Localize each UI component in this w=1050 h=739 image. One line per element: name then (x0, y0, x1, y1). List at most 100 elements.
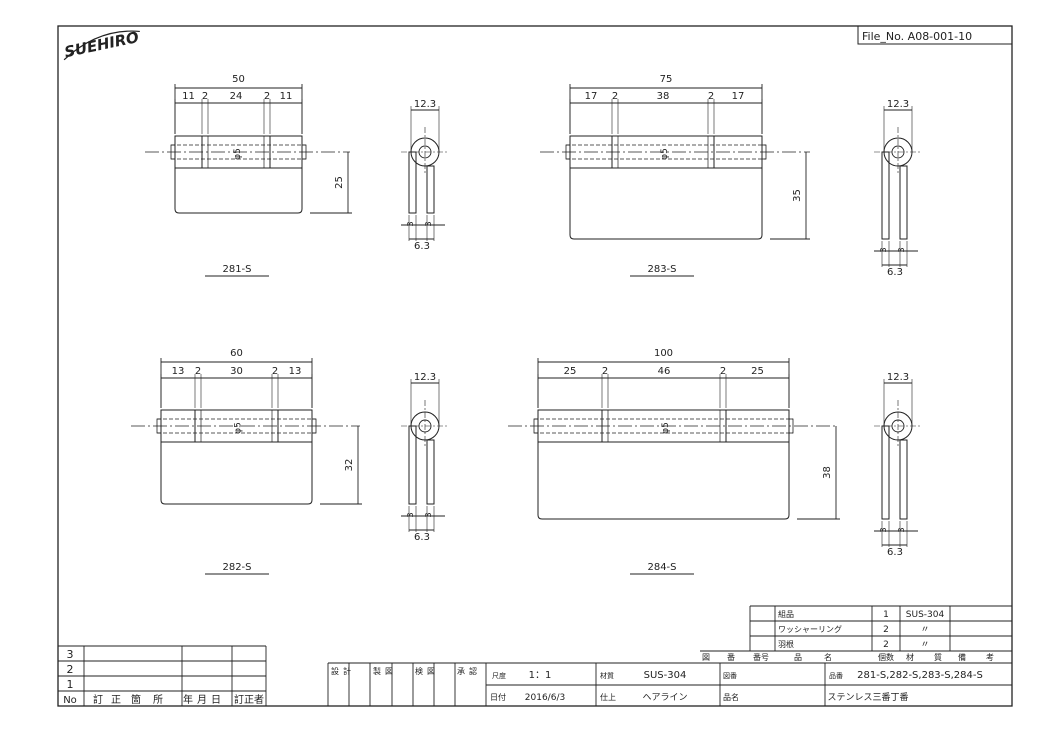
parts-header-cell: 材 (906, 652, 914, 662)
revision-header: 日 (211, 695, 221, 706)
material-value: SUS-304 (644, 670, 687, 681)
sign-label: 設 (331, 666, 339, 676)
leaf-a-label: 3 (406, 221, 415, 226)
revision-no: 3 (67, 648, 74, 661)
parts-header-cell: 品 (794, 653, 802, 662)
side-total-label: 6.3 (414, 532, 430, 543)
parts-material: SUS-304 (906, 610, 945, 620)
segment-label: 11 (182, 91, 195, 102)
parts-header-cell: 図 (702, 653, 710, 662)
finish-label: 仕上 (600, 692, 616, 702)
segment-label: 2 (708, 91, 714, 102)
leaf-a (881, 151, 890, 240)
side-total-label: 6.3 (887, 267, 903, 278)
hinge-leaf-outline (537, 409, 790, 520)
revision-header: 年 (183, 693, 193, 706)
file-no: File_No. A08-001-10 (862, 30, 972, 43)
width-label: 60 (230, 348, 243, 359)
height-label: 38 (822, 466, 833, 479)
parts-header-cell: 質 (934, 652, 942, 662)
revision-header: 箇 (131, 693, 141, 706)
side-dia-label: 12.3 (414, 372, 436, 383)
part-no-label: 品番 (829, 672, 843, 680)
revision-header: 訂正者 (234, 693, 264, 706)
revision-no: 2 (67, 663, 74, 676)
segment-label: 2 (264, 91, 270, 102)
hinge-leaf-outline (174, 135, 303, 214)
leaf-a-label: 3 (879, 527, 888, 532)
height-label: 35 (792, 189, 803, 202)
leaf-b (899, 165, 908, 240)
width-label: 75 (660, 74, 673, 85)
width-label: 100 (654, 348, 673, 359)
sign-label: 検 (415, 666, 423, 676)
segment-label: 13 (172, 366, 185, 377)
leaf-a (408, 425, 417, 505)
drawing-no-label: 図番 (723, 672, 737, 680)
width-label: 50 (232, 74, 245, 85)
segment-label: 13 (289, 366, 302, 377)
parts-qty: 1 (883, 610, 889, 620)
leaf-b-label: 3 (897, 527, 906, 532)
parts-header-cell: 番号 (753, 652, 769, 662)
segment-label: 2 (720, 366, 726, 377)
finish-value: ヘアライン (642, 692, 687, 703)
parts-header-cell: 備 (958, 652, 966, 662)
segment-label: 46 (658, 366, 671, 377)
leaf-a (881, 425, 890, 520)
height-label: 25 (334, 176, 345, 189)
scale-value: 1：1 (529, 670, 552, 681)
parts-name: 組品 (778, 609, 794, 619)
parts-name: 羽根 (778, 639, 794, 649)
leaf-b (899, 439, 908, 520)
parts-material: 〃 (920, 625, 929, 635)
revision-header: 月 (197, 694, 207, 706)
segment-label: 2 (612, 91, 618, 102)
parts-header-cell: 考 (986, 653, 994, 662)
parts-material: 〃 (920, 640, 929, 650)
sign-label: 図 (385, 667, 393, 676)
segment-label: 38 (657, 91, 670, 102)
side-dia-label: 12.3 (414, 99, 436, 110)
segment-label: 11 (280, 91, 293, 102)
date-label: 日付 (490, 692, 506, 702)
part-no-value: 281-S,282-S,283-S,284-S (857, 670, 983, 681)
segment-label: 17 (585, 91, 598, 102)
segment-label: 2 (195, 366, 201, 377)
leaf-a-label: 3 (406, 512, 415, 517)
sign-label: 承 (457, 667, 465, 676)
segment-label: 25 (751, 366, 764, 377)
segment-label: 30 (230, 366, 243, 377)
side-view: 12.3 3 3 6.3 (401, 99, 449, 252)
model-label: 283-S (647, 264, 676, 275)
side-total-label: 6.3 (414, 241, 430, 252)
side-dia-label: 12.3 (887, 372, 909, 383)
segment-label: 25 (564, 366, 577, 377)
hinge-leaf-outline (160, 409, 313, 505)
sign-label: 認 (469, 666, 477, 676)
logo-text: SUEHIRO (63, 28, 141, 61)
pin-diameter-label: φ5 (234, 422, 244, 434)
segment-label: 2 (272, 366, 278, 377)
date-value: 2016/6/3 (525, 693, 565, 703)
leaf-b (426, 165, 435, 214)
model-label: 284-S (647, 562, 676, 573)
leaf-b-label: 3 (897, 247, 906, 252)
pin-diameter-label: φ5 (660, 148, 670, 160)
leaf-a (408, 151, 417, 214)
segment-label: 2 (602, 366, 608, 377)
revision-no: 1 (67, 678, 74, 691)
sheet-border (57, 25, 1013, 707)
sign-label: 図 (427, 667, 435, 676)
parts-qty: 2 (883, 625, 889, 635)
leaf-b-label: 3 (424, 221, 433, 226)
hinge-leaf-outline (569, 135, 763, 240)
pin-diameter-label: φ5 (233, 148, 243, 160)
